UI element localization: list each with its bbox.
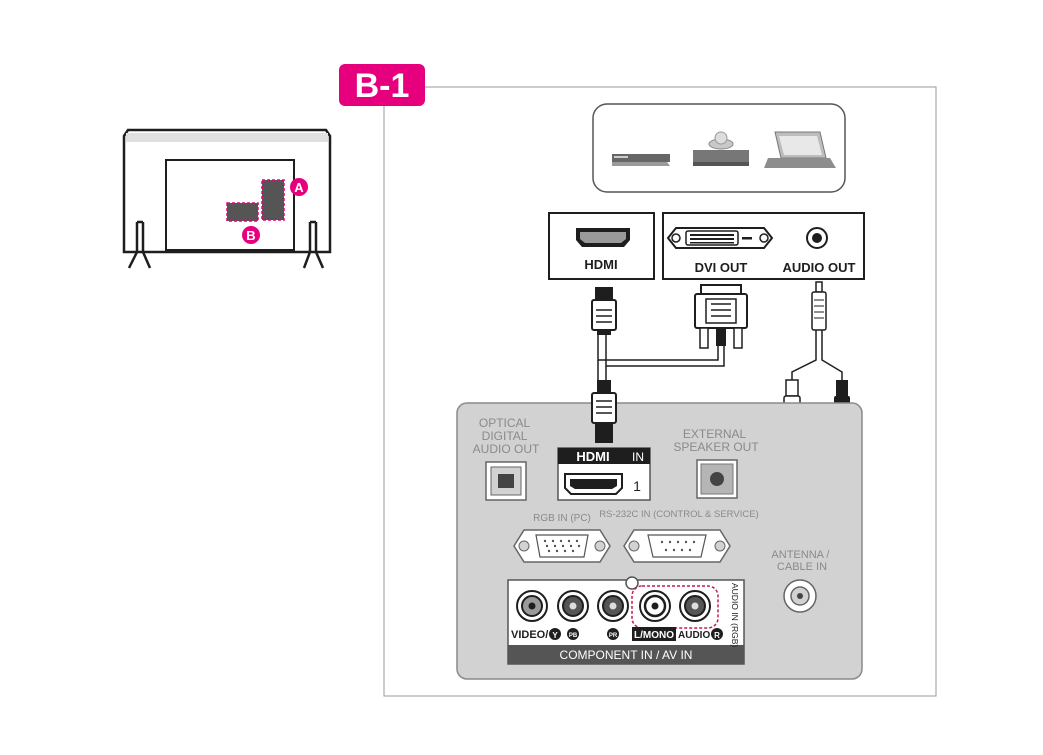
component-label: COMPONENT IN / AV IN bbox=[560, 648, 693, 662]
hdmi-plug-top bbox=[591, 287, 617, 335]
jack-video-y bbox=[516, 590, 548, 622]
audio-mini-plug bbox=[811, 281, 827, 331]
jack-audio-l bbox=[639, 590, 671, 622]
audio-label: AUDIO bbox=[678, 630, 710, 641]
marker-a: A bbox=[294, 180, 304, 195]
jack-pb bbox=[557, 590, 589, 622]
dvi-plug bbox=[694, 284, 748, 349]
r-badge: R bbox=[714, 631, 720, 640]
hdmi-logo: HDMI bbox=[576, 449, 609, 464]
dvd-player-icon bbox=[693, 131, 749, 166]
l-mono-label: L/MONO bbox=[634, 630, 674, 641]
b1-frame bbox=[383, 86, 937, 697]
video-label: VIDEO/ bbox=[511, 629, 548, 641]
marker-b: B bbox=[246, 228, 255, 243]
pb-badge: PB bbox=[569, 633, 578, 639]
component-av-in-block: COMPONENT IN / AV IN bbox=[507, 576, 745, 665]
source-devices bbox=[592, 103, 846, 193]
rgb-in-port bbox=[513, 529, 611, 563]
audio-out-label: AUDIO OUT bbox=[783, 260, 856, 275]
optical-label: OPTICAL DIGITAL AUDIO OUT bbox=[473, 416, 540, 456]
external-speaker-port bbox=[696, 459, 738, 499]
hdmi-source-label: HDMI bbox=[584, 257, 617, 272]
tv-rear-overview: A B bbox=[122, 128, 332, 269]
rs232c-port bbox=[623, 529, 731, 563]
optical-port bbox=[485, 461, 527, 501]
tv-stand-right bbox=[302, 220, 325, 269]
antenna-label: ANTENNA / CABLE IN bbox=[771, 549, 832, 573]
audio-in-rgb-label: AUDIO IN (RGB) bbox=[730, 583, 740, 647]
source-dvi-audio-box: DVI OUT AUDIO OUT bbox=[662, 212, 865, 280]
external-speaker-label: EXTERNAL SPEAKER OUT bbox=[673, 427, 759, 454]
set-top-box-icon bbox=[612, 154, 670, 166]
hdmi-port-number: 1 bbox=[633, 478, 641, 494]
dvi-port-icon bbox=[666, 227, 774, 249]
jack-audio-r bbox=[679, 590, 711, 622]
jack-pr bbox=[597, 590, 629, 622]
rs232c-label: RS-232C IN (CONTROL & SERVICE) bbox=[599, 509, 758, 520]
dvi-out-label: DVI OUT bbox=[695, 260, 748, 275]
source-hdmi-box: HDMI bbox=[548, 212, 655, 280]
terminal-area-b bbox=[226, 202, 259, 222]
audio-out-port-icon bbox=[806, 227, 828, 249]
hdmi-plug-bottom bbox=[591, 380, 617, 443]
pr-badge: PR bbox=[609, 633, 618, 639]
laptop-icon bbox=[764, 131, 836, 168]
section-label: B-1 bbox=[355, 67, 410, 105]
tv-connection-panel: OPTICAL DIGITAL AUDIO OUT HDMI IN 1 bbox=[456, 380, 863, 680]
antenna-port bbox=[783, 579, 817, 613]
terminal-area-a bbox=[261, 179, 285, 221]
hdmi-in-port: HDMI IN 1 bbox=[557, 447, 651, 501]
rgb-in-label: RGB IN (PC) bbox=[533, 513, 591, 524]
tv-stand-left bbox=[127, 220, 152, 269]
hdmi-in-label: IN bbox=[632, 450, 644, 464]
y-badge: Y bbox=[552, 631, 558, 640]
